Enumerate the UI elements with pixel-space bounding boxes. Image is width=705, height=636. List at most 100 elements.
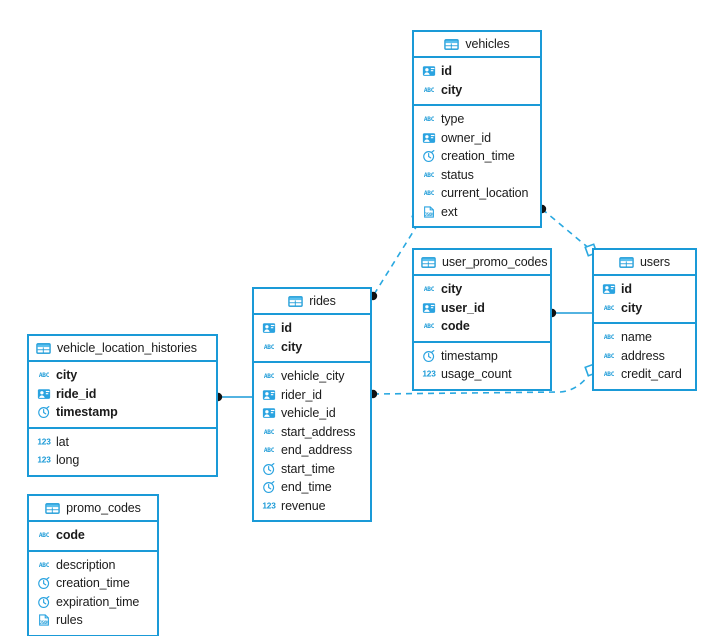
- abc-icon: ABC: [422, 83, 436, 97]
- field-row[interactable]: ride_id: [29, 385, 216, 404]
- field-row[interactable]: rider_id: [254, 386, 370, 405]
- entity-vehicle-location-histories[interactable]: vehicle_location_histories ABC city ride…: [27, 334, 218, 477]
- field-row[interactable]: ABC current_location: [414, 184, 540, 203]
- svg-text:ABC: ABC: [424, 116, 435, 123]
- field-row[interactable]: id: [254, 319, 370, 338]
- field-row[interactable]: timestamp: [29, 403, 216, 422]
- clock-icon: [37, 405, 51, 419]
- field-row[interactable]: timestamp: [414, 347, 550, 366]
- field-label: end_time: [281, 480, 332, 495]
- entity-header: user_promo_codes: [414, 250, 550, 276]
- entity-vehicles[interactable]: vehicles id ABC city ABC type: [412, 30, 542, 228]
- field-row[interactable]: ABC vehicle_city: [254, 367, 370, 386]
- entity-title: promo_codes: [66, 501, 141, 515]
- field-label: vehicle_city: [281, 369, 345, 384]
- entity-user-promo-codes[interactable]: user_promo_codes ABC city user_id ABC co…: [412, 248, 552, 391]
- clock-icon: [422, 349, 436, 363]
- id-card-icon: [422, 131, 436, 145]
- abc-icon: ABC: [422, 282, 436, 296]
- field-row[interactable]: ABC city: [594, 299, 695, 318]
- field-row[interactable]: ABC address: [594, 347, 695, 366]
- field-label: usage_count: [441, 367, 512, 382]
- table-icon: [444, 37, 460, 52]
- 123-icon: 123: [37, 453, 51, 467]
- field-row[interactable]: creation_time: [414, 147, 540, 166]
- field-row[interactable]: 123 usage_count: [414, 365, 550, 384]
- attribute-group: ABC vehicle_city rider_id vehicle_id ABC: [254, 361, 370, 520]
- id-card-icon: [262, 406, 276, 420]
- field-row[interactable]: ABC end_address: [254, 441, 370, 460]
- field-row[interactable]: vehicle_id: [254, 404, 370, 423]
- json-icon: JSON: [422, 205, 436, 219]
- primary-key-group: id ABC city: [594, 276, 695, 322]
- field-row[interactable]: creation_time: [29, 574, 157, 593]
- field-label: revenue: [281, 498, 326, 513]
- field-row[interactable]: ABC name: [594, 328, 695, 347]
- field-row[interactable]: ABC city: [414, 280, 550, 299]
- primary-key-group: ABC city ride_id timestamp: [29, 362, 216, 427]
- field-label: user_id: [441, 300, 485, 315]
- abc-icon: ABC: [602, 349, 616, 363]
- field-row[interactable]: ABC start_address: [254, 423, 370, 442]
- primary-key-group: ABC city user_id ABC code: [414, 276, 550, 341]
- id-card-icon: [37, 387, 51, 401]
- field-row[interactable]: 123 long: [29, 451, 216, 470]
- field-row[interactable]: ABC status: [414, 166, 540, 185]
- entity-title: rides: [309, 294, 336, 308]
- field-row[interactable]: JSON rules: [29, 611, 157, 630]
- field-row[interactable]: owner_id: [414, 129, 540, 148]
- field-row[interactable]: end_time: [254, 478, 370, 497]
- svg-text:JSON: JSON: [425, 212, 435, 217]
- field-row[interactable]: 123 lat: [29, 433, 216, 452]
- field-row[interactable]: ABC city: [414, 81, 540, 100]
- field-row[interactable]: ABC type: [414, 110, 540, 129]
- svg-text:ABC: ABC: [264, 429, 275, 436]
- field-label: city: [441, 82, 463, 97]
- field-row[interactable]: JSON ext: [414, 203, 540, 222]
- entity-header: promo_codes: [29, 496, 157, 522]
- field-row[interactable]: ABC city: [29, 366, 216, 385]
- relationship-vehiclelocationhistories-rides[interactable]: [213, 392, 252, 402]
- field-row[interactable]: ABC description: [29, 556, 157, 575]
- field-label: city: [281, 339, 303, 354]
- field-label: id: [621, 282, 632, 297]
- id-card-icon: [602, 282, 616, 296]
- field-row[interactable]: expiration_time: [29, 593, 157, 612]
- entity-rides[interactable]: rides id ABC city ABC vehicle_city: [252, 287, 372, 522]
- field-row[interactable]: ABC city: [254, 338, 370, 357]
- relationship-userpromocodes-users[interactable]: [547, 308, 592, 318]
- svg-text:ABC: ABC: [424, 190, 435, 197]
- abc-icon: ABC: [262, 443, 276, 457]
- id-card-icon: [422, 301, 436, 315]
- field-label: expiration_time: [56, 594, 140, 609]
- field-row[interactable]: start_time: [254, 460, 370, 479]
- field-row[interactable]: ABC code: [414, 317, 550, 336]
- svg-text:ABC: ABC: [39, 562, 50, 569]
- svg-text:ABC: ABC: [424, 172, 435, 179]
- primary-key-group: id ABC city: [414, 58, 540, 104]
- svg-text:ABC: ABC: [604, 353, 615, 360]
- field-row[interactable]: user_id: [414, 299, 550, 318]
- field-row[interactable]: ABC code: [29, 526, 157, 545]
- field-row[interactable]: ABC credit_card: [594, 365, 695, 384]
- abc-icon: ABC: [422, 112, 436, 126]
- field-label: id: [281, 321, 292, 336]
- field-row[interactable]: id: [414, 62, 540, 81]
- field-row[interactable]: 123 revenue: [254, 497, 370, 516]
- field-row[interactable]: id: [594, 280, 695, 299]
- clock-icon: [37, 576, 51, 590]
- field-label: current_location: [441, 186, 529, 201]
- entity-users[interactable]: users id ABC city ABC name: [592, 248, 697, 391]
- field-label: code: [56, 528, 85, 543]
- svg-text:ABC: ABC: [264, 344, 275, 351]
- field-label: timestamp: [56, 405, 118, 420]
- 123-icon: 123: [422, 367, 436, 381]
- svg-text:ABC: ABC: [424, 323, 435, 330]
- field-label: ride_id: [56, 386, 97, 401]
- abc-icon: ABC: [422, 186, 436, 200]
- attribute-group: ABC name ABC address ABC credit_card: [594, 322, 695, 389]
- entity-title: vehicle_location_histories: [57, 341, 197, 355]
- entity-promo-codes[interactable]: promo_codes ABC code ABC description: [27, 494, 159, 636]
- primary-key-group: id ABC city: [254, 315, 370, 361]
- field-label: rules: [56, 613, 83, 628]
